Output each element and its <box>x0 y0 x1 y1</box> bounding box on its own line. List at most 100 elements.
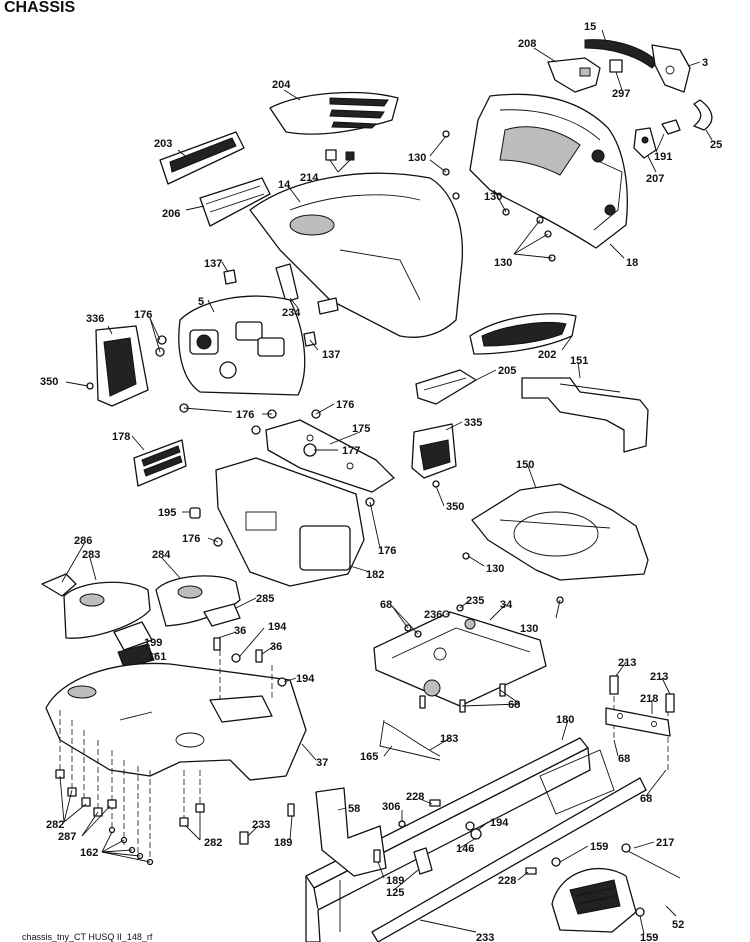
callout-146: 146 <box>456 843 474 855</box>
side-panel-182 <box>215 457 365 587</box>
clip-214 <box>325 149 355 161</box>
bolt-159-top <box>551 857 561 867</box>
footrest-37 <box>45 662 307 781</box>
vent-203 <box>159 131 245 185</box>
callout-58: 58 <box>348 803 360 815</box>
callout-161: 161 <box>148 651 166 663</box>
callout-235: 235 <box>466 595 484 607</box>
clip-286 <box>41 573 77 597</box>
light-207 <box>633 127 657 159</box>
rod-217-end <box>621 843 631 853</box>
callout-282-b: 282 <box>204 837 222 849</box>
callout-176-c: 176 <box>336 399 354 411</box>
leader-lines <box>59 29 713 935</box>
clip-297 <box>609 59 623 73</box>
panel-336 <box>95 325 149 407</box>
callout-282-a: 282 <box>46 819 64 831</box>
callout-3: 3 <box>702 57 708 69</box>
callout-214: 214 <box>300 172 319 184</box>
seat-pan-52 <box>551 868 637 933</box>
callout-130-d: 130 <box>486 563 504 575</box>
nut-194-lower <box>465 821 475 831</box>
part-125 <box>413 847 433 875</box>
clip-228-bottom <box>525 867 537 875</box>
callout-175: 175 <box>352 423 370 435</box>
bolts-36-194 <box>213 637 287 687</box>
trim-25 <box>693 99 713 131</box>
callout-213-b: 213 <box>650 671 668 683</box>
callout-5: 5 <box>198 296 204 308</box>
callout-284: 284 <box>152 549 171 561</box>
callout-176-e: 176 <box>378 545 396 557</box>
panel-234 <box>275 263 299 303</box>
callout-189-a: 189 <box>274 837 292 849</box>
rod-183 <box>383 721 441 757</box>
grille-161 <box>117 643 155 669</box>
callout-228-a: 228 <box>406 791 424 803</box>
callout-283: 283 <box>82 549 100 561</box>
callout-208: 208 <box>518 38 536 50</box>
callout-18: 18 <box>626 257 638 269</box>
clip-137-top <box>223 269 237 285</box>
bolt-189-left <box>287 803 295 817</box>
callout-183: 183 <box>440 733 458 745</box>
bolt-233-left <box>239 831 249 845</box>
callout-218: 218 <box>640 693 658 705</box>
bolt-213-left <box>609 675 619 695</box>
bolt-213-right <box>665 693 675 713</box>
cover-335 <box>411 423 457 479</box>
callout-36-b: 36 <box>270 641 282 653</box>
callout-189-b: 189 <box>386 875 404 887</box>
callout-180: 180 <box>556 714 574 726</box>
panel-234b <box>317 297 339 315</box>
callout-130-a: 130 <box>408 152 426 164</box>
callout-336: 336 <box>86 313 104 325</box>
callout-151: 151 <box>570 355 588 367</box>
clips-282 <box>55 769 205 827</box>
callout-297: 297 <box>612 88 630 100</box>
callout-233-a: 233 <box>252 819 270 831</box>
callout-137-b: 137 <box>322 349 340 361</box>
callout-213-a: 213 <box>618 657 636 669</box>
callout-228-b: 228 <box>498 875 516 887</box>
bolt-159-bottom <box>635 907 645 917</box>
callout-182: 182 <box>366 569 384 581</box>
trim-205 <box>415 369 477 405</box>
bolt-189-right <box>373 849 381 863</box>
callout-130-e: 130 <box>520 623 538 635</box>
callout-25: 25 <box>710 139 722 151</box>
grille-202 <box>469 313 577 355</box>
callout-labels: 15 208 3 297 204 25 203 191 207 130 214 … <box>40 21 722 942</box>
callout-285: 285 <box>256 593 274 605</box>
callout-68-d: 68 <box>640 793 652 805</box>
cover-284 <box>155 575 241 627</box>
callout-234: 234 <box>282 307 301 319</box>
grille-insert-15 <box>584 39 659 69</box>
callout-15: 15 <box>584 21 596 33</box>
hood-front-assembly <box>469 93 628 249</box>
callout-137-a: 137 <box>204 258 222 270</box>
cover-283 <box>63 581 151 639</box>
screws-176-group <box>155 335 375 547</box>
callout-194-b: 194 <box>296 673 315 685</box>
callout-68-a: 68 <box>380 599 392 611</box>
callout-233-b: 233 <box>476 932 494 942</box>
callout-194-a: 194 <box>268 621 287 633</box>
bracket-175 <box>265 419 395 493</box>
callout-217: 217 <box>656 837 674 849</box>
callout-306: 306 <box>382 801 400 813</box>
headlight-housing-208 <box>547 57 601 93</box>
callout-195: 195 <box>158 507 176 519</box>
bracket-58 <box>315 787 387 877</box>
callout-176-b: 176 <box>236 409 254 421</box>
callout-130-c: 130 <box>494 257 512 269</box>
clip-195 <box>189 507 201 519</box>
callout-68-b: 68 <box>508 699 520 711</box>
bracket-218 <box>605 707 671 737</box>
screws-162 <box>108 826 154 866</box>
callout-335: 335 <box>464 417 482 429</box>
vent-178 <box>133 439 187 487</box>
callout-52: 52 <box>672 919 684 931</box>
callout-36-a: 36 <box>234 625 246 637</box>
hood-vent-204 <box>269 91 399 135</box>
